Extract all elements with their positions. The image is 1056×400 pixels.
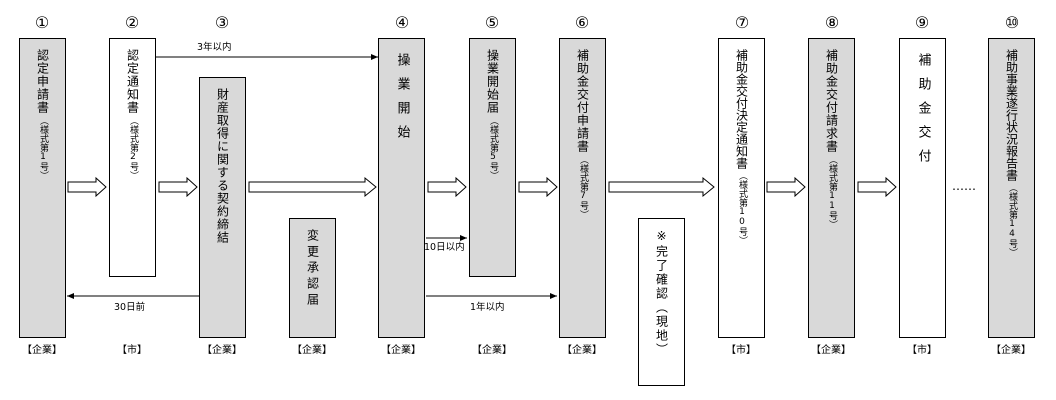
step-number-5: ⑤ [484, 13, 500, 32]
step-title-8: 補助金交付請求書 [824, 49, 839, 153]
flow-arrow-3-4 [248, 176, 377, 198]
label-within-10-days: 10日以内 [424, 242, 465, 253]
change-approval-title: 変更承認届 [305, 229, 320, 309]
role-label-10: 【企業】 [991, 345, 1031, 356]
role-label-change: 【企業】 [292, 345, 332, 356]
step-number-7: ⑦ [734, 13, 750, 32]
flow-arrow-7-8 [766, 176, 806, 198]
flow-arrow-6-7 [608, 176, 715, 198]
step-title-1: 認定申請書 [35, 49, 50, 114]
step-number-8: ⑧ [824, 13, 840, 32]
step-title-5: 操業開始届 [485, 49, 500, 114]
step-box-5: 操業開始届 （様式第5号） [469, 38, 516, 277]
step-box-7: 補助金交付決定通知書 （様式第10号） [718, 38, 765, 338]
label-within-3-years: 3年以内 [197, 42, 232, 53]
change-approval-box: 変更承認届 [289, 218, 336, 338]
flow-arrow-4-5 [427, 176, 467, 198]
step-title-9: 補助金交付 [915, 53, 931, 173]
role-label-4: 【企業】 [381, 345, 421, 356]
role-label-6: 【企業】 [562, 345, 602, 356]
flow-arrow-1-2 [67, 176, 107, 198]
role-label-9: 【市】 [907, 345, 937, 356]
step-box-10: 補助事業遂行状況報告書 （様式第14号） [988, 38, 1035, 338]
step-form-10: （様式第14号） [1007, 183, 1017, 257]
role-label-5: 【企業】 [472, 345, 512, 356]
step-number-6: ⑥ [574, 13, 590, 32]
flow-arrow-2-3 [158, 176, 198, 198]
step-form-8: （様式第11号） [827, 155, 837, 229]
completion-check-box: ※完了確認（現地） [638, 218, 685, 386]
ellipsis-dots: …… [952, 179, 976, 193]
step-box-8: 補助金交付請求書 （様式第11号） [808, 38, 855, 338]
role-label-1: 【企業】 [22, 345, 62, 356]
flow-arrow-5-6 [518, 176, 558, 198]
step-title-4: 操業開始 [394, 53, 410, 149]
step-title-6: 補助金交付申請書 [575, 49, 590, 153]
step-box-2: 認定通知書 （様式第2号） [109, 38, 156, 277]
step-number-3: ③ [214, 13, 230, 32]
role-label-7: 【市】 [726, 345, 756, 356]
step-form-7: （様式第10号） [737, 171, 747, 245]
step-box-4: 操業開始 [378, 38, 425, 338]
role-label-8: 【企業】 [811, 345, 851, 356]
label-30-days-before: 30日前 [114, 302, 146, 313]
role-label-2: 【市】 [117, 345, 147, 356]
step-box-1: 認定申請書 （様式第1号） [19, 38, 66, 338]
label-within-1-year: 1年以内 [470, 302, 505, 313]
step-title-7: 補助金交付決定通知書 [734, 49, 749, 169]
step-title-10: 補助事業遂行状況報告書 [1004, 49, 1019, 181]
step-title-2: 認定通知書 [125, 49, 140, 114]
step-form-2: （様式第2号） [128, 116, 138, 180]
step-number-1: ① [34, 13, 50, 32]
step-number-10: ⑩ [1004, 13, 1020, 32]
step-box-9: 補助金交付 [899, 38, 946, 338]
step-form-1: （様式第1号） [38, 116, 48, 180]
step-form-6: （様式第7号） [578, 155, 588, 219]
step-number-4: ④ [394, 13, 410, 32]
step-number-9: ⑨ [914, 13, 930, 32]
flow-arrow-8-9 [857, 176, 897, 198]
step-box-3: 財産取得に関する契約締結 [199, 77, 246, 338]
role-label-3: 【企業】 [202, 345, 242, 356]
step-form-5: （様式第5号） [488, 116, 498, 180]
step-box-6: 補助金交付申請書 （様式第7号） [559, 38, 606, 338]
step-number-2: ② [124, 13, 140, 32]
completion-check-title: ※完了確認（現地） [654, 229, 669, 357]
step-title-3: 財産取得に関する契約締結 [215, 88, 230, 244]
